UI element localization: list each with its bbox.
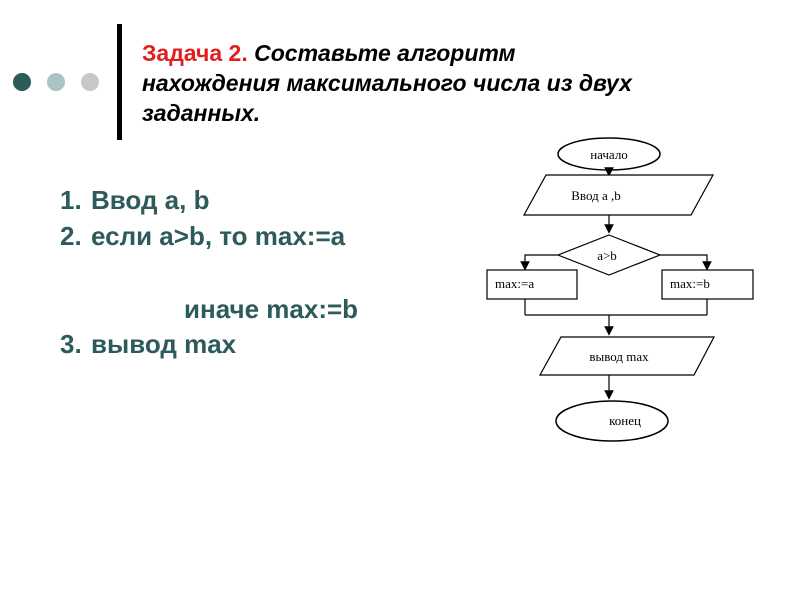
flow-process-left: [486, 269, 578, 300]
title-line-3: заданных.: [142, 100, 261, 126]
step-2-else: иначе max:=b: [184, 294, 359, 324]
algorithm-steps: 1. Ввод a, b 2. если a>b, то max:=a 3. выво…: [60, 182, 345, 362]
flow-output-label: вывод max: [589, 349, 649, 364]
decorative-dot-light: [47, 73, 65, 91]
slide-title: Задача 2. Составьте алгоритм нахождения …: [142, 38, 742, 128]
flow-decision: [556, 234, 662, 276]
flow-process-right-label: max:=b: [670, 276, 710, 291]
task-number: Задача 2.: [142, 40, 248, 66]
flow-input-box: [522, 174, 715, 216]
flow-process-left-label: max:=a: [495, 276, 534, 291]
decorative-dot-gray: [81, 73, 99, 91]
title-line-2: нахождения максимального числа из двух: [142, 70, 632, 96]
step-1: 1. Ввод a, b: [60, 182, 345, 218]
flow-input-label: Ввод а ,b: [571, 188, 620, 203]
flow-branch-left: [520, 254, 558, 271]
step-number: 2.: [60, 221, 82, 251]
title-line-1: Составьте алгоритм: [254, 40, 516, 66]
flow-end-terminal: [555, 400, 669, 442]
flow-end-label: конец: [609, 413, 641, 428]
title-divider: [117, 24, 122, 140]
flow-output-box: [538, 336, 715, 376]
flow-decision-label: a>b: [597, 248, 617, 263]
step-number: 1.: [60, 185, 82, 215]
flow-branch-right: [660, 254, 712, 271]
step-number: 3.: [60, 329, 82, 359]
flow-process-right: [661, 269, 754, 300]
step-text: вывод max: [91, 329, 237, 359]
flow-start-label: начало: [590, 147, 628, 162]
step-3: 3. вывод max: [60, 326, 345, 362]
step-2: 2. если a>b, то max:=a: [60, 218, 345, 254]
step-text: Ввод a, b: [91, 185, 210, 215]
decorative-dot-dark: [13, 73, 31, 91]
step-text: если a>b, то max:=a: [91, 221, 346, 251]
